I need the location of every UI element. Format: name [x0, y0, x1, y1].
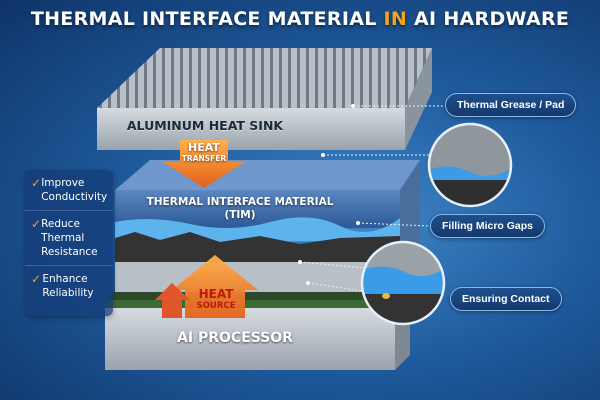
check-icon: ✓	[31, 217, 42, 231]
heat-source-text: HEAT	[198, 287, 234, 301]
magnified-grease-view	[429, 124, 511, 206]
heat-transfer-label: HEAT TRANSFER	[170, 142, 238, 164]
benefit-item: ✓Enhance Reliability	[25, 266, 113, 306]
processor-label: AI PROCESSOR	[177, 330, 293, 346]
heat-source-label: HEAT SOURCE	[188, 288, 244, 312]
magnified-contact-view	[362, 242, 444, 324]
title-text: THERMAL INTERFACE MATERIAL	[30, 8, 384, 30]
benefit-label: Improve Conductivity	[41, 177, 108, 203]
benefits-panel: ✓Improve Conductivity ✓Reduce Thermal Re…	[25, 170, 113, 316]
title-text-end: AI HARDWARE	[407, 8, 570, 30]
tim-label-line1: THERMAL INTERFACE MATERIAL	[146, 196, 334, 208]
benefit-label: Reduce Thermal Resistance	[41, 218, 98, 258]
heat-transfer-arrow	[163, 140, 245, 188]
tim-label: THERMAL INTERFACE MATERIAL (TIM)	[120, 196, 360, 222]
page-title: THERMAL INTERFACE MATERIAL IN AI HARDWAR…	[0, 8, 600, 30]
callout-ensuring-contact: Ensuring Contact	[450, 287, 562, 311]
heat-sink	[97, 48, 432, 150]
heat-source-text-2: SOURCE	[196, 301, 236, 311]
check-icon: ✓	[31, 176, 42, 190]
benefit-label: Enhance Reliability	[42, 273, 94, 299]
title-highlight: IN	[383, 8, 408, 30]
callout-micro-gaps: Filling Micro Gaps	[430, 214, 546, 238]
callout-thermal-grease: Thermal Grease / Pad	[445, 93, 577, 117]
tim-block	[115, 160, 420, 292]
benefit-item: ✓Reduce Thermal Resistance	[25, 211, 113, 266]
heat-source-arrow	[172, 255, 258, 318]
leader-lines	[299, 105, 445, 293]
small-heat-arrow	[155, 283, 190, 318]
heat-transfer-text: HEAT	[188, 141, 220, 154]
tim-label-line2: (TIM)	[224, 209, 256, 221]
heat-sink-label: ALUMINUM HEAT SINK	[126, 118, 284, 133]
check-icon: ✓	[31, 272, 42, 286]
heat-transfer-text-2: TRANSFER	[181, 154, 227, 163]
benefit-item: ✓Improve Conductivity	[25, 170, 113, 211]
